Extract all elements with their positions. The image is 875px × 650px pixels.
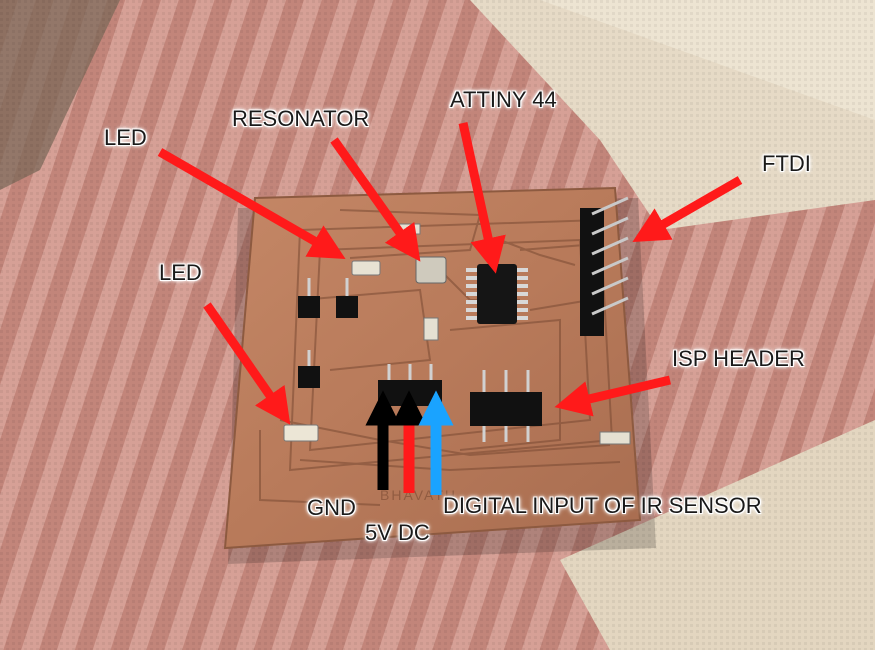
label-resonator: RESONATOR (232, 106, 370, 131)
label-isp-header: ISP HEADER (672, 346, 805, 371)
left-pin-headers (298, 278, 358, 388)
isp-header-component (470, 370, 542, 442)
arrow-ftdi (632, 176, 743, 242)
ftdi-header-component (580, 196, 629, 336)
led-top-component (351, 260, 381, 276)
resonator-component (415, 256, 447, 284)
label-led-top: LED (104, 125, 147, 150)
arrow-resonator (330, 137, 421, 262)
arrow-attiny (458, 122, 506, 274)
label-ir-input: DIGITAL INPUT OF IR SENSOR (443, 493, 762, 518)
arrow-led-left (203, 302, 291, 425)
ir-sensor-header (378, 364, 442, 406)
label-5v-dc: 5V DC (365, 520, 430, 545)
components (283, 196, 631, 445)
annotation-arrows (157, 122, 743, 495)
attiny-chip (466, 264, 528, 324)
label-gnd: GND (307, 495, 356, 520)
label-attiny: ATTINY 44 (450, 87, 557, 112)
led-left-component (283, 424, 319, 442)
arrow-led-top (157, 148, 346, 259)
arrow-isp-header (554, 375, 672, 417)
label-ftdi: FTDI (762, 151, 811, 176)
label-led-left: LED (159, 260, 202, 285)
